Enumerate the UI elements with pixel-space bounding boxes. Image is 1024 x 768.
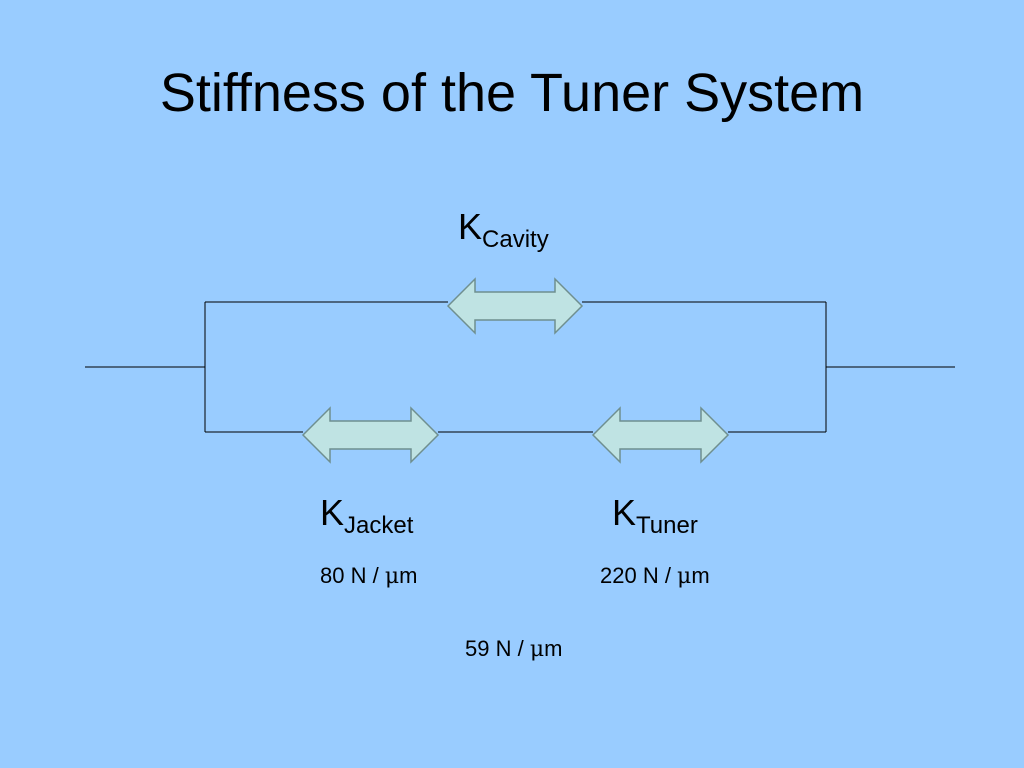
- k-subscript: Tuner: [636, 512, 698, 539]
- k-subscript: Jacket: [344, 512, 414, 539]
- k-symbol: K: [320, 492, 345, 533]
- k-symbol: K: [612, 492, 637, 533]
- tuner-spring-arrow: [591, 406, 730, 464]
- k-tuner-label: KTuner: [612, 492, 698, 539]
- value-unit: m: [399, 563, 418, 588]
- k-jacket-label: KJacket: [320, 492, 413, 539]
- jacket-stiffness-value: 80 N / μm: [320, 563, 417, 589]
- k-subscript: Cavity: [482, 226, 549, 253]
- value-mu: μ: [384, 564, 400, 589]
- k-cavity-label: KCavity: [458, 206, 549, 253]
- value-number: 220 N /: [600, 563, 678, 588]
- slide-title: Stiffness of the Tuner System: [159, 63, 865, 123]
- value-unit: m: [691, 563, 710, 588]
- k-symbol: K: [458, 206, 483, 247]
- value-number: 59 N /: [465, 636, 530, 661]
- value-unit: m: [544, 636, 563, 661]
- cavity-spring-arrow: [446, 277, 584, 335]
- value-mu: μ: [677, 564, 692, 589]
- total-stiffness-value: 59 N / μm: [465, 636, 562, 662]
- jacket-spring-arrow: [301, 406, 440, 464]
- value-mu: μ: [529, 637, 545, 662]
- tuner-stiffness-value: 220 N / μm: [600, 563, 710, 589]
- value-number: 80 N /: [320, 563, 385, 588]
